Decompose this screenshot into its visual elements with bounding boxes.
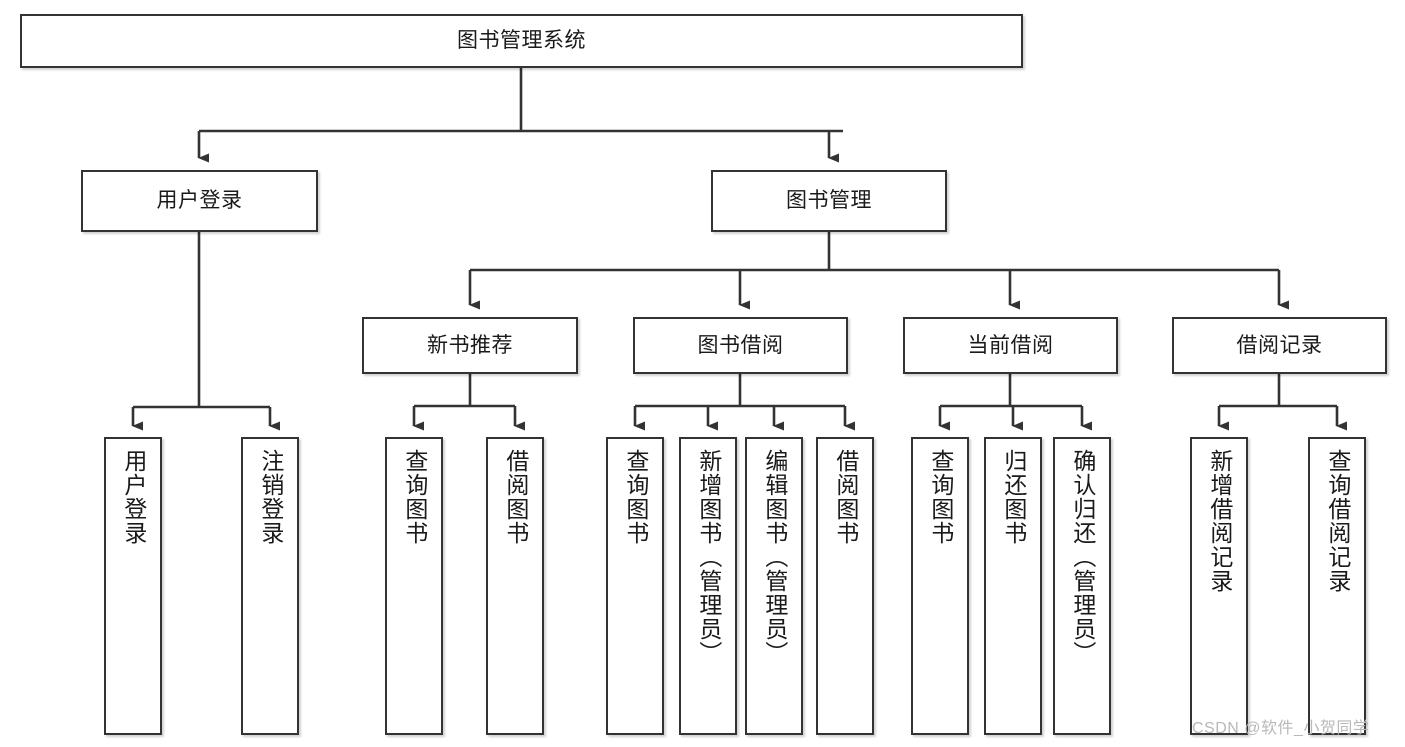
node-label-leaf-query-book-1: 查询图书: [401, 449, 428, 545]
node-label-root: 图书管理系统: [457, 29, 586, 53]
node-book-borrow[interactable]: 图书借阅: [633, 317, 848, 374]
node-label-leaf-query-record: 查询借阅记录: [1324, 449, 1351, 593]
node-leaf-edit-book[interactable]: 编辑图书（管理员）: [745, 437, 803, 735]
node-borrow-record[interactable]: 借阅记录: [1172, 317, 1387, 374]
node-book-manage[interactable]: 图书管理: [711, 170, 947, 232]
node-leaf-borrow-book-1[interactable]: 借阅图书: [486, 437, 544, 735]
node-label-leaf-add-book: 新增图书（管理员）: [695, 449, 722, 665]
edge-newbook-to-leaves: [412, 374, 525, 431]
edge-root-to-level2: [197, 68, 843, 163]
node-leaf-query-book-3[interactable]: 查询图书: [911, 437, 969, 735]
node-label-leaf-borrow-book-1: 借阅图书: [502, 449, 529, 545]
node-label-leaf-return-book: 归还图书: [1000, 449, 1027, 545]
node-label-borrow-record: 借阅记录: [1236, 333, 1323, 357]
edge-bookmanage-to-level3: [468, 232, 1289, 310]
node-label-user-login: 用户登录: [156, 189, 243, 213]
node-label-leaf-user-login: 用户登录: [120, 449, 147, 545]
node-leaf-add-record[interactable]: 新增借阅记录: [1190, 437, 1248, 735]
node-leaf-user-login[interactable]: 用户登录: [104, 437, 162, 735]
node-leaf-query-record[interactable]: 查询借阅记录: [1308, 437, 1366, 735]
node-new-book-recommend[interactable]: 新书推荐: [362, 317, 578, 374]
edge-borrowrecord-to-leaves: [1217, 374, 1347, 431]
node-leaf-query-book-1[interactable]: 查询图书: [385, 437, 443, 735]
node-user-login[interactable]: 用户登录: [81, 170, 318, 232]
node-leaf-borrow-book-2[interactable]: 借阅图书: [816, 437, 874, 735]
node-current-borrow[interactable]: 当前借阅: [903, 317, 1118, 374]
node-label-leaf-add-record: 新增借阅记录: [1206, 449, 1233, 593]
edge-currentborrow-to-leaves: [938, 374, 1092, 431]
node-leaf-confirm-return[interactable]: 确认归还（管理员）: [1053, 437, 1111, 735]
edge-bookborrow-to-leaves: [633, 374, 855, 431]
node-label-book-manage: 图书管理: [786, 189, 872, 213]
node-label-leaf-query-book-3: 查询图书: [927, 449, 954, 545]
csdn-watermark: CSDN @软件_小贺同学: [1192, 720, 1370, 737]
node-label-leaf-edit-book: 编辑图书（管理员）: [761, 449, 788, 665]
node-label-leaf-borrow-book-2: 借阅图书: [832, 449, 859, 545]
node-leaf-logout[interactable]: 注销登录: [241, 437, 299, 735]
node-leaf-add-book[interactable]: 新增图书（管理员）: [679, 437, 737, 735]
node-label-book-borrow: 图书借阅: [697, 333, 784, 357]
node-label-leaf-confirm-return: 确认归还（管理员）: [1069, 449, 1096, 665]
node-label-leaf-query-book-2: 查询图书: [622, 449, 649, 545]
edge-userlogin-to-leaves: [131, 232, 280, 431]
node-label-new-book-recommend: 新书推荐: [427, 333, 513, 357]
node-label-current-borrow: 当前借阅: [967, 333, 1054, 357]
node-root-system[interactable]: 图书管理系统: [20, 14, 1023, 68]
node-leaf-return-book[interactable]: 归还图书: [984, 437, 1042, 735]
node-label-leaf-logout: 注销登录: [257, 449, 284, 545]
node-leaf-query-book-2[interactable]: 查询图书: [606, 437, 664, 735]
